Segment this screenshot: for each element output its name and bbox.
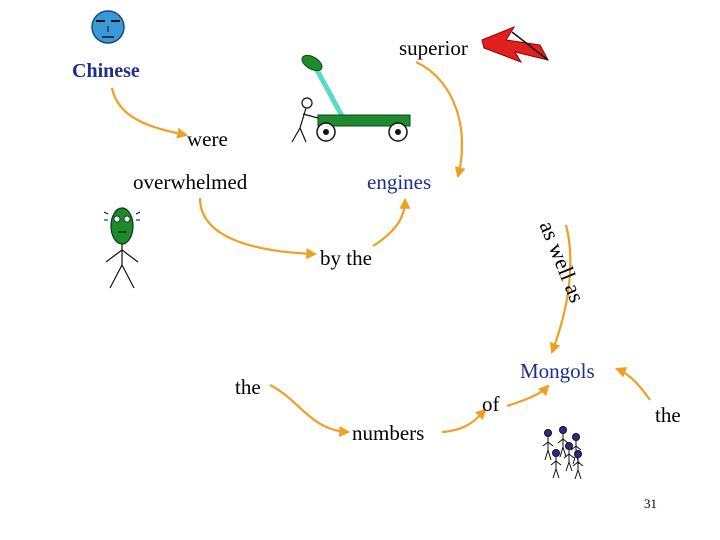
chinese-face-icon (91, 10, 125, 44)
word-mongols: Mongols (520, 359, 595, 383)
lightning-icon (481, 25, 549, 63)
word-of: of (482, 392, 500, 416)
word-by-the: by the (320, 246, 372, 270)
word-overwhelmed: overwhelmed (133, 170, 248, 194)
word-chinese: Chinese (72, 60, 140, 82)
word-the-left: the (235, 375, 261, 399)
mongol-crowd-icon (542, 426, 584, 480)
arrows (110, 61, 651, 438)
arrow-superior-to-engines (415, 61, 466, 179)
arrow-overwhelmed-to-bythe (198, 197, 318, 260)
word-numbers: numbers (352, 421, 425, 445)
word-the-right: the (655, 403, 681, 427)
page-number: 31 (644, 496, 657, 511)
arrow-bythe-to-engines (372, 197, 411, 247)
arrow-chinese-to-were (110, 87, 189, 139)
word-were: were (187, 127, 228, 151)
arrow-the-to-mongols (614, 367, 651, 401)
catapult-cart-icon (291, 54, 411, 143)
scared-man-icon (103, 207, 141, 289)
arrow-engines-to-mongols (550, 224, 572, 355)
word-superior: superior (399, 36, 468, 60)
arrow-of-to-mongols (506, 384, 550, 408)
arrow-the-to-numbers (269, 384, 351, 438)
word-engines: engines (367, 170, 432, 194)
arrow-numbers-to-of (441, 408, 487, 434)
